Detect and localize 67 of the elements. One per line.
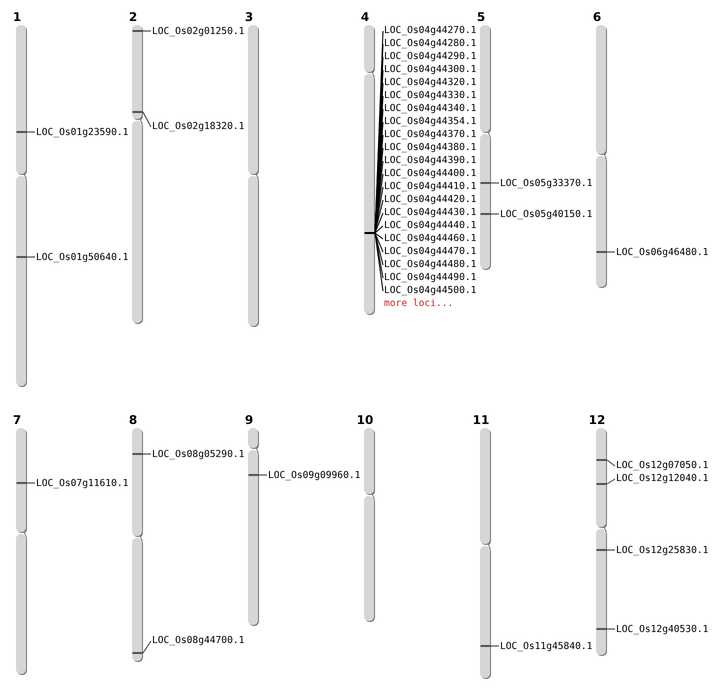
leader-line bbox=[606, 478, 616, 484]
locus-label: LOC_Os04g44300.1 bbox=[384, 64, 476, 76]
leader-line bbox=[374, 232, 384, 240]
locus-label: LOC_Os04g44480.1 bbox=[384, 259, 476, 271]
leader-line bbox=[606, 628, 616, 630]
chromosome-number: 8 bbox=[128, 413, 138, 427]
locus-label: LOC_Os04g44410.1 bbox=[384, 181, 476, 193]
leader-line bbox=[374, 232, 384, 278]
locus-label: LOC_Os04g44490.1 bbox=[384, 272, 476, 284]
chromosome-number: 1 bbox=[12, 10, 22, 24]
locus-label: LOC_Os08g44700.1 bbox=[152, 635, 244, 647]
leader-line bbox=[374, 212, 384, 234]
locus-label: LOC_Os04g44290.1 bbox=[384, 51, 476, 63]
locus-label: LOC_Os04g44440.1 bbox=[384, 220, 476, 232]
leader-line bbox=[374, 232, 384, 292]
locus-label: LOC_Os05g33370.1 bbox=[500, 178, 592, 190]
locus-label: LOC_Os02g01250.1 bbox=[152, 26, 244, 38]
chromosome-number: 10 bbox=[356, 413, 374, 427]
locus-label: LOC_Os01g23590.1 bbox=[36, 127, 128, 139]
chromosome-number: 4 bbox=[360, 10, 370, 24]
chromosome-number: 6 bbox=[592, 10, 602, 24]
locus-label: LOC_Os04g44430.1 bbox=[384, 207, 476, 219]
locus-label: LOC_Os02g18320.1 bbox=[152, 121, 244, 133]
leader-line bbox=[142, 640, 152, 654]
leader-line bbox=[490, 182, 500, 184]
locus-label: LOC_Os04g44460.1 bbox=[384, 233, 476, 245]
leader-line bbox=[26, 482, 36, 484]
more-link: more loci... bbox=[384, 298, 454, 310]
locus-label: LOC_Os04g44354.1 bbox=[384, 116, 476, 128]
leader-line bbox=[142, 112, 152, 128]
locus-label: LOC_Os04g44340.1 bbox=[384, 103, 476, 115]
locus-label: LOC_Os12g07050.1 bbox=[616, 460, 708, 472]
locus-label: LOC_Os01g50640.1 bbox=[36, 252, 128, 264]
locus-label: LOC_Os05g40150.1 bbox=[500, 209, 592, 221]
locus-label: LOC_Os04g44400.1 bbox=[384, 168, 476, 180]
locus-label: LOC_Os12g40530.1 bbox=[616, 624, 708, 636]
locus-label: LOC_Os08g05290.1 bbox=[152, 449, 244, 461]
locus-label: LOC_Os04g44270.1 bbox=[384, 25, 476, 37]
locus-label: LOC_Os04g44320.1 bbox=[384, 77, 476, 89]
locus-label: LOC_Os12g12040.1 bbox=[616, 473, 708, 485]
leader-line bbox=[374, 232, 384, 266]
locus-label: LOC_Os04g44280.1 bbox=[384, 38, 476, 50]
leader-line bbox=[374, 226, 384, 234]
locus-label: LOC_Os04g44390.1 bbox=[384, 155, 476, 167]
leader-line bbox=[258, 474, 268, 476]
locus-label: LOC_Os04g44370.1 bbox=[384, 129, 476, 141]
locus-label: LOC_Os04g44380.1 bbox=[384, 142, 476, 154]
chromosome-number: 12 bbox=[588, 413, 606, 427]
chromosome-number: 3 bbox=[244, 10, 254, 24]
locus-label: LOC_Os04g44470.1 bbox=[384, 246, 476, 258]
locus-label: LOC_Os06g46480.1 bbox=[616, 247, 708, 259]
locus-label: LOC_Os04g44420.1 bbox=[384, 194, 476, 206]
leader-line bbox=[142, 30, 152, 32]
locus-label: LOC_Os11g45840.1 bbox=[500, 641, 592, 653]
locus-label: LOC_Os09g09960.1 bbox=[268, 470, 360, 482]
chromosome-number: 9 bbox=[244, 413, 254, 427]
leader-line bbox=[606, 460, 616, 466]
leader-line bbox=[374, 232, 384, 252]
locus-label: LOC_Os04g44330.1 bbox=[384, 90, 476, 102]
chromosome-number: 2 bbox=[128, 10, 138, 24]
locus-label: LOC_Os07g11610.1 bbox=[36, 478, 128, 490]
locus-label: LOC_Os12g25830.1 bbox=[616, 545, 708, 557]
chromosome-number: 5 bbox=[476, 10, 486, 24]
locus-label: LOC_Os04g44500.1 bbox=[384, 285, 476, 297]
chromosome-number: 11 bbox=[472, 413, 490, 427]
chromosome-number: 7 bbox=[12, 413, 22, 427]
leader-line bbox=[26, 256, 36, 258]
